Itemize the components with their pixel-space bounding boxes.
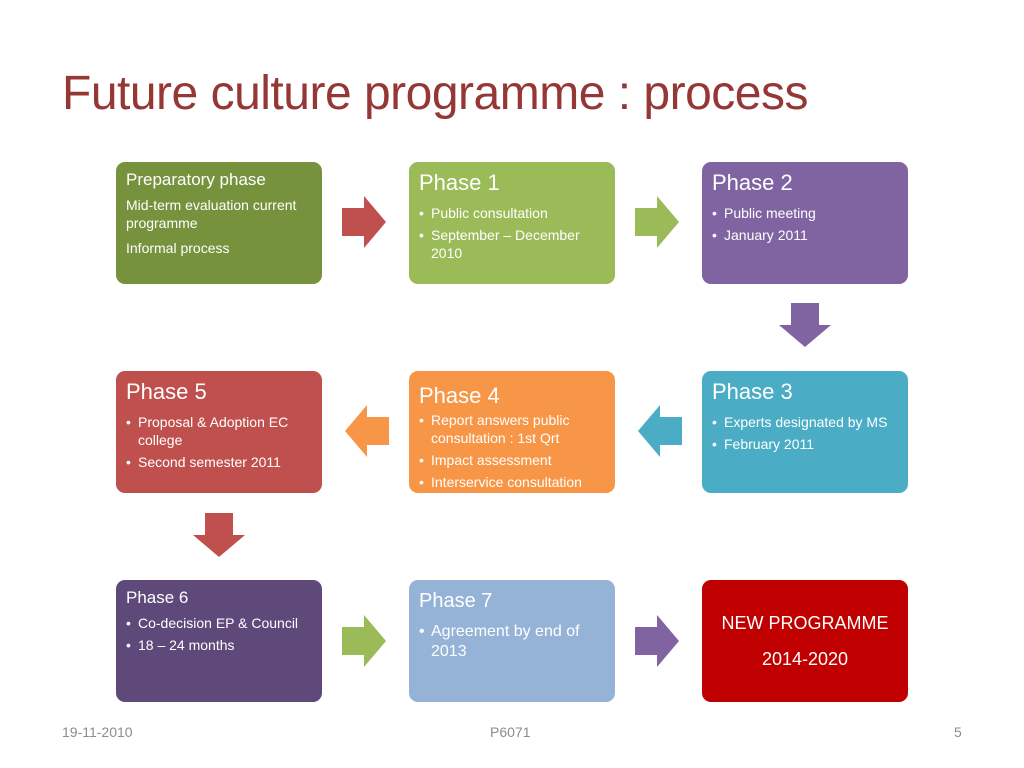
box-title: Phase 4: [419, 383, 500, 408]
arrow-right-icon: [635, 615, 679, 667]
arrow-left-icon: [638, 405, 682, 457]
slide-title: Future culture programme : process: [62, 67, 808, 120]
box-title: Phase 1: [419, 170, 500, 195]
box-title: Phase 6: [126, 588, 189, 607]
phase-5-box: Phase 5 Proposal & Adoption EC college S…: [116, 371, 322, 493]
bullet-item: Impact assessment: [419, 451, 605, 469]
bullet-item: Proposal & Adoption EC college: [126, 413, 312, 449]
arrow-down-icon: [779, 303, 831, 347]
bullet-item: Experts designated by MS: [712, 413, 898, 431]
bullet-item: Public meeting: [712, 204, 898, 222]
box-title: Phase 2: [712, 170, 793, 195]
arrow-down-icon: [193, 513, 245, 557]
bullet-item: Co-decision EP & Council: [126, 614, 312, 632]
bullet-item: Second semester 2011: [126, 453, 312, 471]
preparatory-phase-box: Preparatory phase Mid-term evaluation cu…: [116, 162, 322, 284]
phase-4-box: Phase 4 Report answers public consultati…: [409, 371, 615, 493]
bullet-item: Report answers public consultation : 1st…: [419, 411, 605, 447]
box-text: Mid-term evaluation current programme: [126, 197, 297, 231]
phase-7-box: Phase 7 Agreement by end of 2013: [409, 580, 615, 702]
box-text: Informal process: [126, 240, 230, 256]
box-title: Phase 7: [419, 590, 493, 612]
arrow-right-icon: [342, 615, 386, 667]
bullet-item: 18 – 24 months: [126, 636, 312, 654]
phase-1-box: Phase 1 Public consultation September – …: [409, 162, 615, 284]
box-title: Phase 5: [126, 379, 207, 404]
footer-date: 19-11-2010: [62, 724, 133, 740]
slide-number: 5: [954, 724, 962, 740]
bullet-item: Public consultation: [419, 204, 605, 222]
bullet-item: January 2011: [712, 226, 898, 244]
footer-code: P6071: [490, 724, 531, 740]
box-title: Preparatory phase: [126, 170, 266, 189]
bullet-item: February 2011: [712, 435, 898, 453]
arrow-right-icon: [635, 196, 679, 248]
arrow-right-icon: [342, 196, 386, 248]
bullet-item: Agreement by end of 2013: [419, 622, 605, 662]
bullet-item: September – December 2010: [419, 226, 605, 262]
bullet-item: Interservice consultation: [419, 473, 605, 491]
phase-6-box: Phase 6 Co-decision EP & Council 18 – 24…: [116, 580, 322, 702]
phase-3-box: Phase 3 Experts designated by MS Februar…: [702, 371, 908, 493]
arrow-left-icon: [345, 405, 389, 457]
new-programme-label: NEW PROGRAMME: [721, 613, 889, 633]
new-programme-years: 2014-2020: [761, 649, 849, 669]
box-title: Phase 3: [712, 379, 793, 404]
phase-2-box: Phase 2 Public meeting January 2011: [702, 162, 908, 284]
new-programme-box: NEW PROGRAMME 2014-2020: [702, 580, 908, 702]
